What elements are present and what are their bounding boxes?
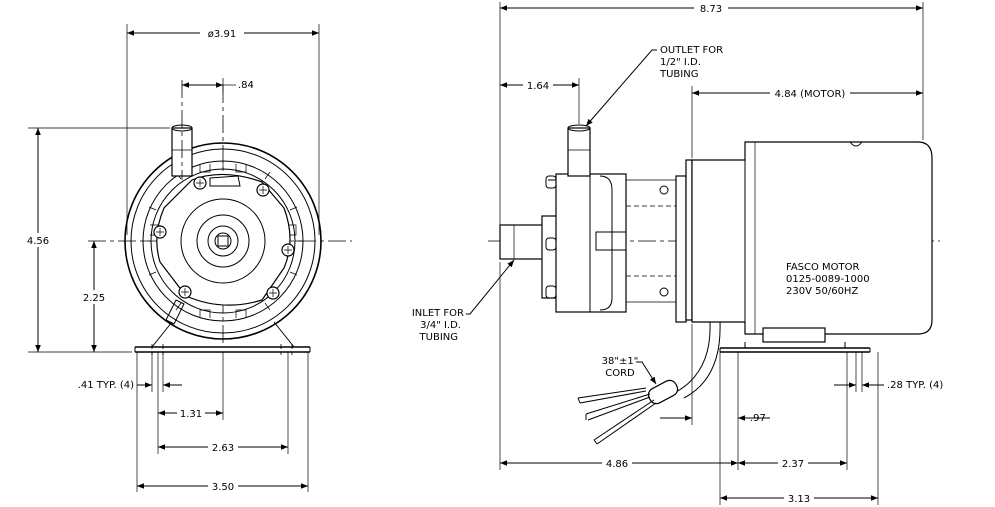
motor-label: FASCO MOTOR 0125-0089-1000 230V 50/60HZ bbox=[786, 262, 870, 297]
inlet-note: INLET FOR 3/4" I.D. TUBING bbox=[412, 259, 515, 343]
svg-text:TUBING: TUBING bbox=[659, 69, 698, 80]
svg-text:INLET FOR: INLET FOR bbox=[412, 308, 464, 319]
svg-text:3/4" I.D.: 3/4" I.D. bbox=[420, 320, 461, 331]
dim-front-hole-spacing: 2.63 bbox=[212, 443, 234, 454]
screw-1 bbox=[193, 176, 207, 190]
front-base bbox=[134, 321, 311, 355]
cord-note: 38"±1" CORD bbox=[602, 356, 657, 385]
front-pump-head bbox=[156, 173, 291, 325]
svg-text:38"±1": 38"±1" bbox=[602, 356, 639, 367]
dim-side-to-hole: 4.86 bbox=[606, 459, 628, 470]
svg-text:CORD: CORD bbox=[605, 368, 635, 379]
dim-side-base-length: 3.13 bbox=[788, 494, 810, 505]
svg-text:TUBING: TUBING bbox=[419, 332, 458, 343]
dim-side-overall-length: 8.73 bbox=[700, 4, 722, 15]
screw-3 bbox=[153, 225, 167, 239]
side-base bbox=[719, 342, 871, 353]
svg-text:0125-0089-1000: 0125-0089-1000 bbox=[786, 274, 870, 285]
front-motor-housing bbox=[124, 142, 322, 340]
dim-front-diameter: ø3.91 bbox=[208, 29, 236, 40]
dim-front-half-hole: 1.31 bbox=[180, 409, 202, 420]
screw-6 bbox=[266, 286, 280, 300]
side-view: 8.73 1.64 4.84 (MOTOR) OUTLET FOR 1/2" I… bbox=[412, 1, 943, 505]
dim-side-motor-length: 4.84 (MOTOR) bbox=[775, 89, 846, 100]
side-pump-body bbox=[541, 173, 680, 313]
dim-side-slot: .28 TYP. (4) bbox=[887, 380, 943, 391]
dim-side-inlet-length: 1.64 bbox=[527, 81, 549, 92]
svg-text:1/2" I.D.: 1/2" I.D. bbox=[660, 57, 701, 68]
svg-text:OUTLET FOR: OUTLET FOR bbox=[660, 45, 723, 56]
dim-front-outlet-offset: .84 bbox=[238, 80, 254, 91]
front-view: ø3.91 .84 4.56 2.25 .41 TYP. (4) 1.31 bbox=[24, 24, 352, 493]
side-power-cord bbox=[577, 321, 721, 445]
screw-5 bbox=[178, 285, 192, 299]
dim-front-slot: .41 TYP. (4) bbox=[78, 380, 134, 391]
dim-front-base-width: 3.50 bbox=[212, 482, 234, 493]
side-inlet-nozzle bbox=[499, 224, 545, 260]
svg-text:FASCO MOTOR: FASCO MOTOR bbox=[786, 262, 860, 273]
front-screws bbox=[153, 176, 295, 300]
screw-2 bbox=[256, 183, 270, 197]
dim-front-center-height: 2.25 bbox=[83, 293, 105, 304]
dim-front-height: 4.56 bbox=[27, 236, 49, 247]
dim-side-hole-spacing: 2.37 bbox=[782, 459, 804, 470]
screw-4 bbox=[281, 243, 295, 257]
front-outlet-nozzle bbox=[171, 80, 193, 180]
svg-text:230V 50/60HZ: 230V 50/60HZ bbox=[786, 286, 858, 297]
side-outlet-nozzle bbox=[567, 124, 591, 177]
outlet-note: OUTLET FOR 1/2" I.D. TUBING bbox=[585, 45, 723, 127]
dim-side-flange-offset: .97 bbox=[750, 413, 766, 424]
side-motor-body bbox=[691, 141, 933, 343]
